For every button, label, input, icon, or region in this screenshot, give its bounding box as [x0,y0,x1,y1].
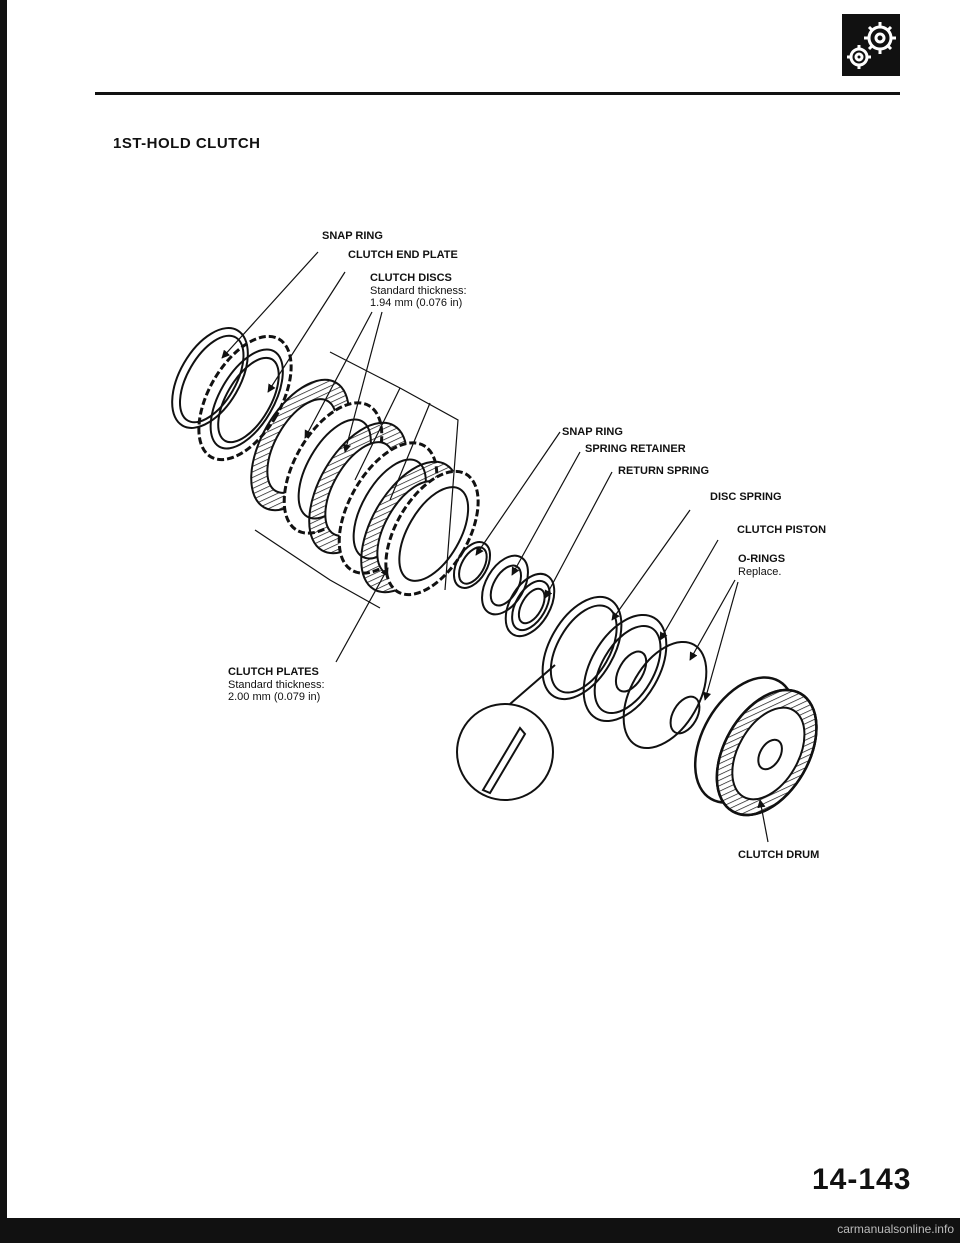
section-title: 1ST-HOLD CLUTCH [113,135,261,152]
label-clutch-discs: CLUTCH DISCS [370,272,452,284]
leader-clutch-piston [659,539,719,641]
disc-spring-part [541,595,623,701]
label-o-rings-note: Replace. [738,566,782,578]
label-clutch-plates: CLUTCH PLATES [228,666,319,678]
page-number: 14-143 [812,1163,912,1196]
watermark: carmanualsonline.info [837,1222,954,1236]
leader-return-spring [544,471,613,599]
leader-clutch-discs-a [304,311,373,439]
leader-clutch-discs-b [342,311,383,453]
leader-clutch-end-plate [267,271,346,393]
label-clutch-discs-spec-1: Standard thickness: [370,285,467,297]
label-o-rings: O-RINGS [738,553,786,565]
snap-ring-left-part [171,327,249,429]
return-spring-part [504,572,556,638]
label-snap-ring-2: SNAP RING [562,426,623,438]
o-ring-large-part [622,640,708,750]
leader-disc-spring [611,509,691,621]
left-border-bar [0,0,7,1243]
label-clutch-drum: CLUTCH DRUM [738,849,820,861]
header-rule [95,92,900,95]
clutch-drum-part [693,676,818,817]
label-snap-ring-1: SNAP RING [322,230,383,242]
label-spring-retainer: SPRING RETAINER [585,443,686,455]
leader-spring-retainer [511,451,581,576]
o-ring-small-part [669,695,701,735]
leader-o-rings-a [689,579,736,661]
label-clutch-discs-spec-2: 1.94 mm (0.076 in) [370,297,463,309]
label-clutch-plates-spec-1: Standard thickness: [228,679,325,691]
transmission-gears-icon [842,14,900,76]
label-clutch-plates-spec-2: 2.00 mm (0.079 in) [228,691,321,703]
leader-snap-ring-1 [221,251,319,359]
clutch-piston-part [582,613,668,723]
bottom-border-bar [0,1218,960,1243]
leader-snap-ring-2 [475,431,561,556]
o-ring-section-detail [456,664,556,801]
stack-bracket-lines [254,351,459,609]
label-disc-spring: DISC SPRING [710,491,782,503]
label-return-spring: RETURN SPRING [618,465,710,477]
label-clutch-piston: CLUTCH PISTON [737,524,827,536]
leader-o-rings-b [702,581,739,701]
label-clutch-end-plate: CLUTCH END PLATE [348,249,458,261]
leader-clutch-drum [757,799,769,843]
leader-clutch-plates [335,567,389,663]
